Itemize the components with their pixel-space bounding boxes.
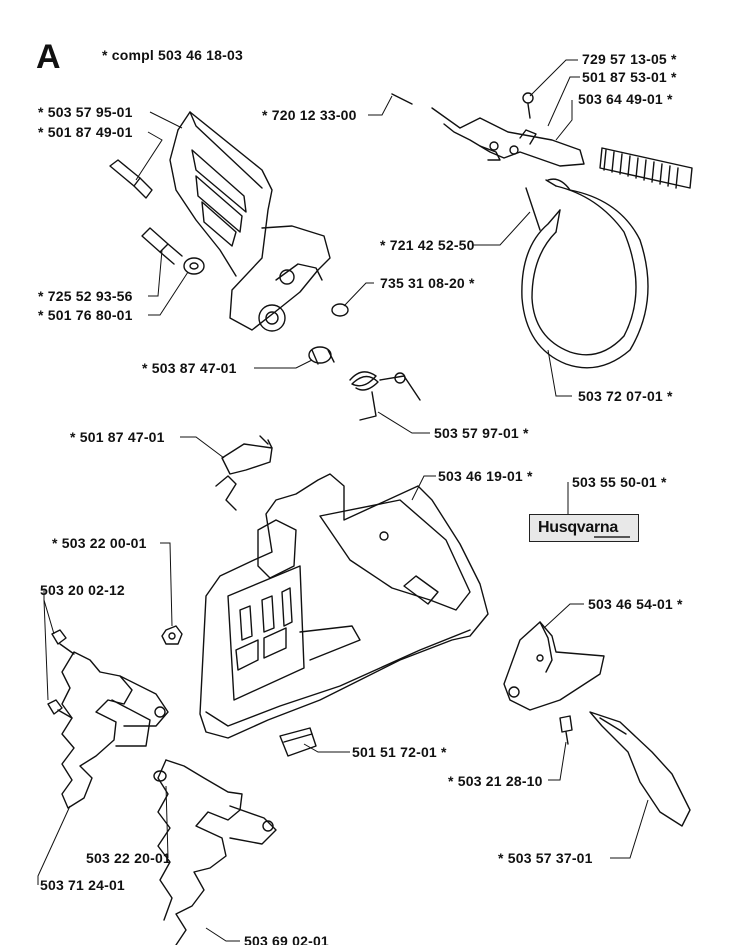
nut-part [161,625,183,645]
brake-band-part [521,178,649,369]
part-label: * 501 87 47-01 [70,429,165,445]
bolt-part [47,629,75,719]
section-letter: A [36,38,61,76]
part-label: 503 64 49-01 * [578,91,673,107]
part-label: * 503 21 28-10 [448,773,543,789]
part-label: 501 51 72-01 * [352,744,447,760]
part-label: * 503 57 37-01 [498,850,593,866]
rubber-pad-part [279,727,317,757]
part-label: 503 55 50-01 * [572,474,667,490]
screw-part [141,227,183,265]
chain-catcher-part [589,711,691,827]
brand-decal-part: Husqvarna [529,514,639,542]
part-label: * 501 87 49-01 [38,124,133,140]
clutch-cover-part [199,473,489,739]
part-label: 503 46 19-01 * [438,468,533,484]
part-label: 503 71 24-01 [40,877,125,893]
leader-lines [37,59,649,942]
part-label: 503 20 02-12 [40,582,125,598]
bracket-part [215,435,273,511]
bumper-spike-part [61,651,169,809]
part-label: 503 46 54-01 * [588,596,683,612]
part-label: * 721 42 52-50 [380,237,475,253]
part-label: * 503 87 47-01 [142,360,237,376]
part-label: 503 57 97-01 * [434,425,529,441]
nut-part [331,303,349,317]
screw-part [559,715,573,745]
part-label: 501 87 53-01 * [582,69,677,85]
part-label: 503 69 02-01 [244,933,329,945]
part-label: * 503 57 95-01 [38,104,133,120]
guide-plate-part [503,621,605,711]
part-label: 735 31 08-20 * [380,275,475,291]
coil-spring-part [599,147,693,189]
nut-part [153,770,167,782]
part-label: * 503 22 00-01 [52,535,147,551]
washer-part [183,257,205,275]
screw-part [109,159,153,199]
part-label: 503 22 20-01 [86,850,171,866]
brake-lever-part [391,92,585,167]
sleeve-part [308,346,335,365]
part-label: * 725 52 93-56 [38,288,133,304]
part-label: 729 57 13-05 * [582,51,677,67]
bumper-spike-part [157,759,277,945]
pin-part [525,187,541,231]
decal-stripe [594,536,630,538]
torsion-spring-part [349,371,421,421]
brand-decal-text: Husqvarna [538,519,618,536]
part-label: 503 72 07-01 * [578,388,673,404]
part-label: * 501 76 80-01 [38,307,133,323]
hand-guard-part [169,111,331,332]
part-label: * 720 12 33-00 [262,107,357,123]
assembly-note: * compl 503 46 18-03 [102,47,243,63]
